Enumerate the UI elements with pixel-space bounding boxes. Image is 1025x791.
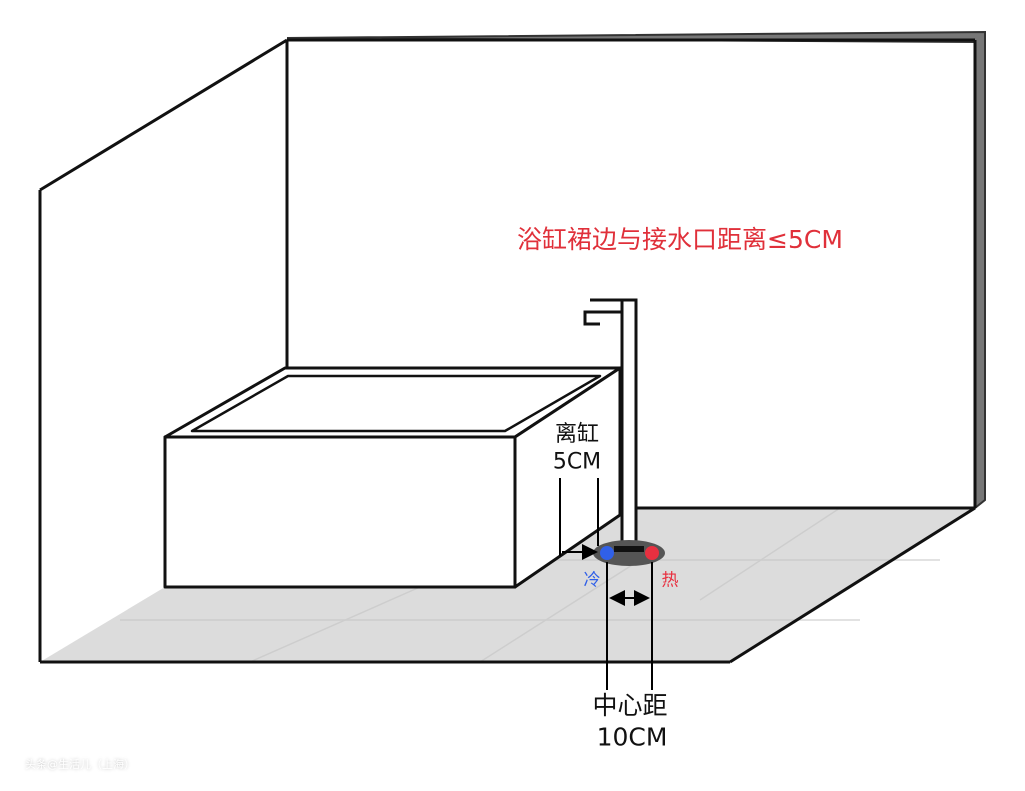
title-annotation: 浴缸裙边与接水口距离≤5CM: [517, 225, 843, 254]
bathtub: [163, 366, 622, 589]
gap-label-line1: 离缸: [554, 422, 600, 447]
hot-inlet: [645, 546, 659, 560]
cold-inlet: [600, 546, 614, 560]
floor: [40, 508, 975, 662]
center-label-line1: 中心距: [592, 691, 668, 720]
walls: [38, 38, 977, 664]
center-label-line2: 10CM: [596, 722, 668, 752]
watermark: 头条@生活儿（上海）: [25, 758, 135, 771]
dimension-lines: [559, 478, 653, 690]
hot-label: 热: [661, 570, 679, 591]
faucet: [583, 298, 638, 552]
gap-label-line2: 5CM: [552, 449, 602, 475]
drain-base: [593, 540, 665, 566]
cold-label: 冷: [583, 570, 601, 591]
